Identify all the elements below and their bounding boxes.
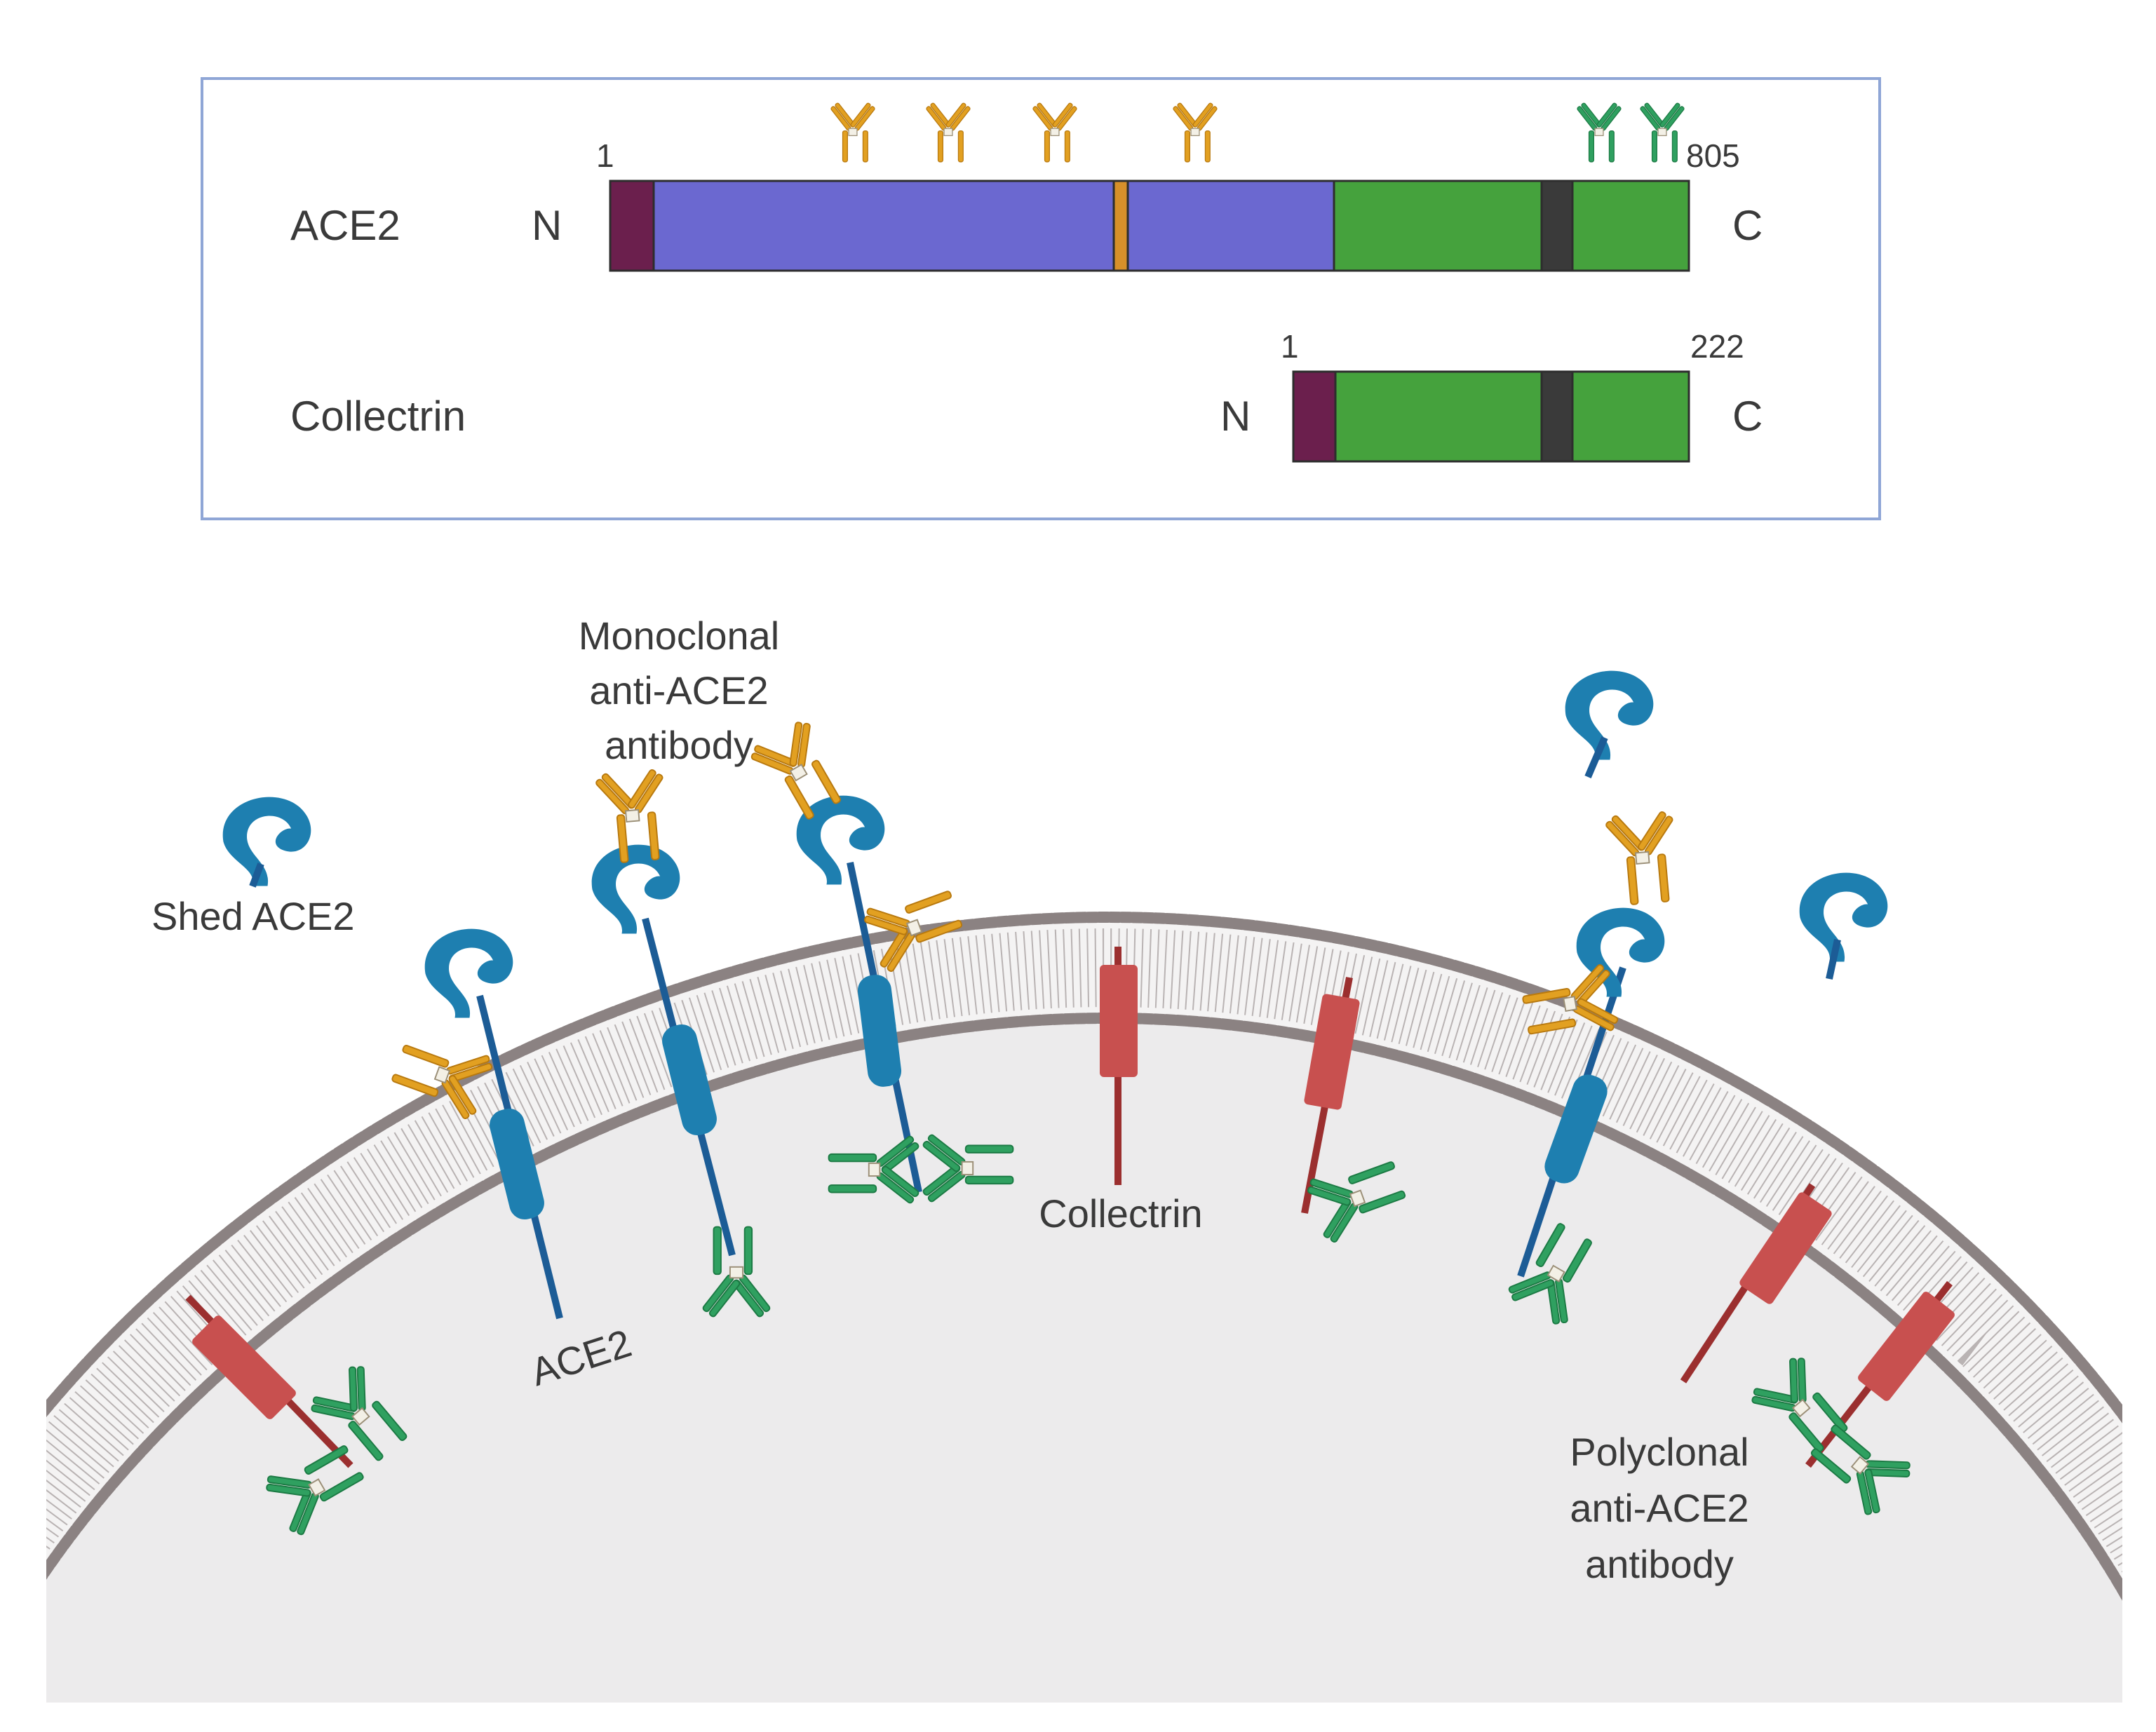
shed-ace2-stalk xyxy=(1584,736,1608,778)
ace2-hinge-region xyxy=(1112,180,1129,272)
collectrin-membrane-protein-3 xyxy=(1680,1183,1832,1383)
ace2-peptidase-domain xyxy=(652,180,1335,272)
ace2-collectrin-like-domain xyxy=(1333,180,1690,272)
shed-ace2-icon xyxy=(222,797,311,886)
ace2-transmembrane-barrel xyxy=(857,975,902,1087)
ace2-head-icon xyxy=(591,844,680,934)
shed-ace2-icon xyxy=(1565,670,1654,760)
shed-ace2-icon xyxy=(1799,872,1888,962)
collectrin-domain xyxy=(1334,370,1690,463)
ace2-transmembrane-barrel xyxy=(662,1024,717,1136)
shed-ace2 xyxy=(222,797,311,888)
collectrin-n-terminus: N xyxy=(1220,393,1251,440)
collectrin-end-residue: 222 xyxy=(1690,328,1744,365)
ace2-row-label: ACE2 xyxy=(290,202,400,249)
collectrin-transmembrane-barrel xyxy=(1100,965,1138,1077)
collectrin-transmembrane-barrel xyxy=(1739,1192,1832,1304)
ace2-membrane-protein-2 xyxy=(591,844,736,1257)
monoclonal-label-line-3: antibody xyxy=(605,723,753,767)
collectrin-transmembrane-domain xyxy=(1540,370,1574,463)
monoclonal-label-line-2: anti-ACE2 xyxy=(589,668,768,712)
cell-membrane-illustration: Shed ACE2 Monoclonal anti-ACE2 antibody … xyxy=(46,614,2122,1703)
collectrin-signal-peptide xyxy=(1292,370,1337,463)
collectrin-transmembrane-barrel xyxy=(1304,994,1360,1110)
collectrin-c-terminus: C xyxy=(1732,393,1763,440)
monoclonal-label-line-1: Monoclonal xyxy=(579,614,779,658)
monoclonal-antibody-icon xyxy=(1603,809,1682,907)
ace2-n-terminus: N xyxy=(532,202,562,249)
collectrin-membrane-protein-2 xyxy=(1301,977,1360,1214)
ace2-transmembrane-barrel xyxy=(490,1108,544,1220)
polyclonal-label-line-2: anti-ACE2 xyxy=(1570,1486,1749,1530)
ace2-domain-row: ACE2 N C 1 805 xyxy=(290,102,1763,272)
collectrin-membrane-protein-4 xyxy=(1805,1280,1955,1468)
shed-ace2-stalk xyxy=(1826,938,1841,980)
ace2-end-residue: 805 xyxy=(1686,137,1740,174)
collectrin-transmembrane-barrel xyxy=(1858,1292,1955,1401)
outer-lipid-heads xyxy=(46,912,2122,1423)
shed-ace2-free-1 xyxy=(1565,670,1654,778)
cell-interior xyxy=(46,975,2122,1703)
shed-ace2-label: Shed ACE2 xyxy=(151,894,355,938)
ace2-membrane-protein-1 xyxy=(424,928,563,1320)
collectrin-start-residue: 1 xyxy=(1281,328,1299,365)
ace2-start-residue: 1 xyxy=(596,137,614,174)
shed-ace2-free-2 xyxy=(1799,872,1888,980)
collectrin-domain-row: Collectrin N C 1 222 xyxy=(290,328,1763,463)
ace2-transmembrane-barrel xyxy=(1544,1074,1608,1184)
collectrin-row-label: Collectrin xyxy=(290,393,466,440)
ace2-signal-peptide xyxy=(609,180,655,272)
collectrin-membrane-protein-1 xyxy=(1100,947,1138,1185)
shed-ace2-stalk xyxy=(249,862,264,888)
ace2-transmembrane-domain xyxy=(1540,180,1574,272)
collectrin-membrane-label: Collectrin xyxy=(1039,1191,1202,1236)
polyclonal-label-line-1: Polyclonal xyxy=(1570,1430,1749,1474)
collectrin-membrane-protein-5 xyxy=(185,1294,353,1468)
polyclonal-label-line-3: antibody xyxy=(1585,1542,1734,1586)
domain-structure-panel: ACE2 N C 1 805 Collectrin N xyxy=(201,77,1881,520)
ace2-head-icon xyxy=(424,928,513,1018)
collectrin-transmembrane-barrel xyxy=(192,1315,296,1419)
ace2-c-terminus: C xyxy=(1732,202,1763,249)
